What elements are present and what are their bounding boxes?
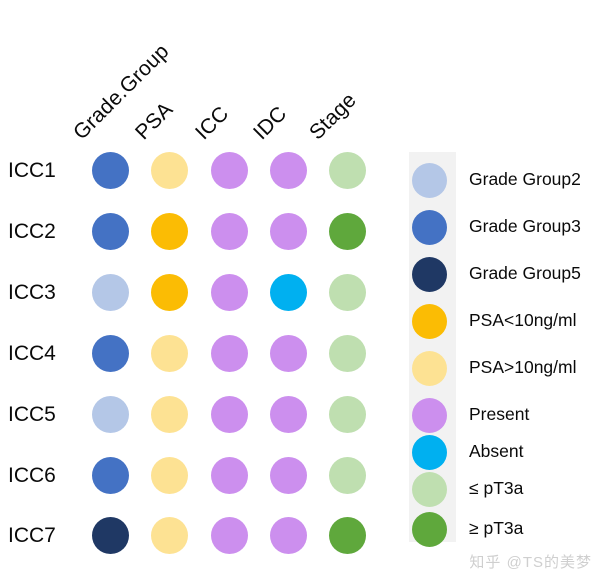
legend-label: Grade Group5: [469, 263, 581, 283]
cell-dot: [210, 456, 248, 494]
cell-dot: [269, 456, 307, 494]
cell-dot: [328, 516, 366, 554]
row-label-icc2: ICC2: [8, 220, 56, 243]
cell-dot: [150, 456, 188, 494]
cell-dot: [328, 395, 366, 433]
legend-swatch: [412, 350, 447, 386]
row-label-icc6: ICC6: [8, 464, 56, 487]
cell-dot: [210, 212, 248, 250]
legend-label: ≥ pT3a: [469, 518, 524, 538]
legend-swatch: [412, 434, 447, 470]
legend-label: PSA<10ng/ml: [469, 310, 577, 330]
cell-dot: [91, 516, 129, 554]
cell-dot: [328, 273, 366, 311]
legend-swatch: [412, 471, 447, 507]
legend-swatch: [412, 256, 447, 292]
watermark: 知乎 @TS的美梦: [469, 554, 592, 571]
cell-dot: [150, 516, 188, 554]
cell-dot: [269, 334, 307, 372]
cell-dot: [328, 456, 366, 494]
legend-label: Absent: [469, 441, 524, 461]
cell-dot: [328, 334, 366, 372]
cell-dot: [269, 273, 307, 311]
cell-dot: [91, 395, 129, 433]
legend-label: ≤ pT3a: [469, 478, 524, 498]
legend-swatch: [412, 162, 447, 198]
legend-label: Grade Group3: [469, 216, 581, 236]
cell-dot: [91, 212, 129, 250]
cell-dot: [210, 151, 248, 189]
legend-swatch: [412, 397, 447, 433]
legend-label: Present: [469, 404, 530, 424]
cell-dot: [210, 334, 248, 372]
row-label-icc1: ICC1: [8, 159, 56, 182]
cell-dot: [150, 151, 188, 189]
cell-dot: [269, 151, 307, 189]
cell-dot: [328, 151, 366, 189]
cell-dot: [210, 273, 248, 311]
row-label-icc4: ICC4: [8, 342, 56, 365]
legend-swatch: [412, 511, 447, 547]
cell-dot: [91, 273, 129, 311]
cell-dot: [328, 212, 366, 250]
row-label-icc3: ICC3: [8, 281, 56, 304]
cell-dot: [91, 334, 129, 372]
cell-dot: [269, 395, 307, 433]
row-label-icc7: ICC7: [8, 524, 56, 547]
row-label-icc5: ICC5: [8, 403, 56, 426]
cell-dot: [210, 395, 248, 433]
cell-dot: [150, 334, 188, 372]
cell-dot: [150, 273, 188, 311]
cell-dot: [210, 516, 248, 554]
cell-dot: [91, 151, 129, 189]
cell-dot: [269, 212, 307, 250]
cell-dot: [150, 395, 188, 433]
legend-label: PSA>10ng/ml: [469, 357, 577, 377]
cell-dot: [91, 456, 129, 494]
cell-dot: [150, 212, 188, 250]
cell-dot: [269, 516, 307, 554]
legend-swatch: [412, 303, 447, 339]
legend-swatch: [412, 209, 447, 245]
legend-label: Grade Group2: [469, 169, 581, 189]
